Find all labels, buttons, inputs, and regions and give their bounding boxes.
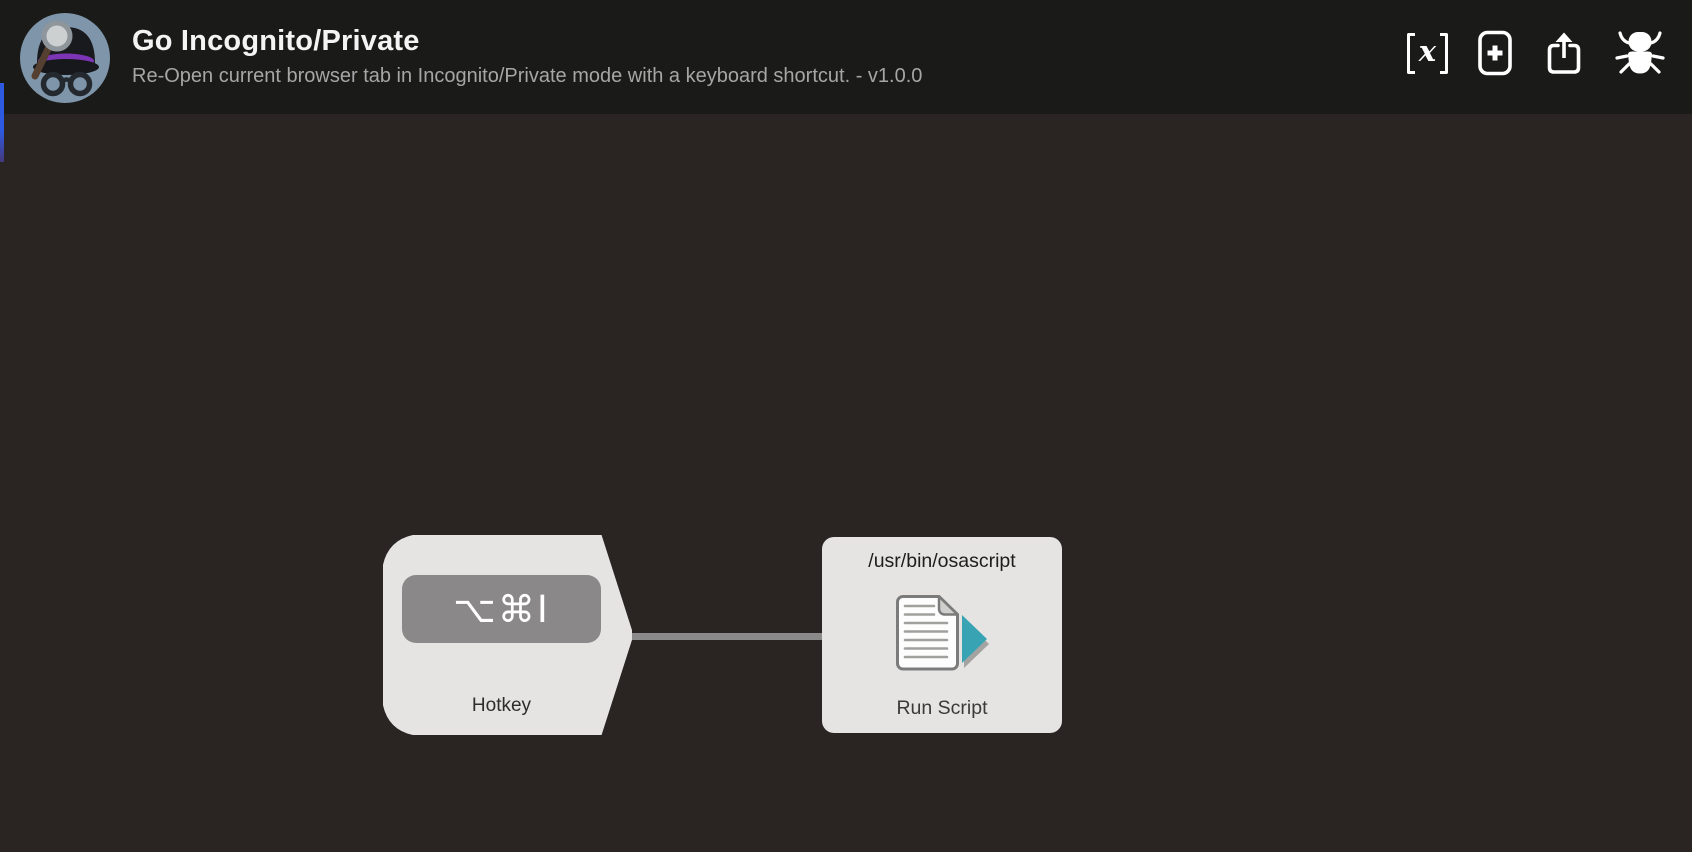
debug-button[interactable]	[1614, 29, 1666, 77]
run-script-icon	[896, 595, 989, 671]
run-script-node[interactable]: /usr/bin/osascript Run Script	[822, 537, 1062, 733]
variables-button[interactable]: x	[1406, 30, 1448, 76]
add-object-icon	[1478, 30, 1512, 76]
hotkey-node-label: Hotkey	[471, 695, 532, 716]
workflow-description: Re-Open current browser tab in Incognito…	[132, 64, 923, 87]
script-path-text: /usr/bin/osascript	[868, 550, 1016, 572]
header-toolbar: x	[1406, 28, 1666, 78]
hotkey-node[interactable]: ⌥⌘I Hotkey	[383, 535, 632, 735]
workflow-canvas[interactable]: ⌥⌘I Hotkey /usr/bin/osascript	[0, 114, 1692, 852]
export-icon	[1547, 32, 1581, 74]
hotkey-shortcut-badge[interactable]: ⌥⌘I	[402, 575, 601, 643]
export-button[interactable]	[1542, 28, 1586, 78]
workflow-title: Go Incognito/Private	[132, 25, 420, 58]
variables-icon: x	[1406, 30, 1448, 76]
workflow-header-text: Go Incognito/Private Re-Open current bro…	[132, 25, 923, 88]
workflow-avatar-icon	[20, 13, 110, 103]
add-object-button[interactable]	[1476, 28, 1514, 78]
hotkey-shortcut-text: ⌥⌘I	[453, 587, 550, 631]
connection-line[interactable]	[630, 633, 824, 640]
run-script-node-label: Run Script	[896, 697, 988, 719]
workflow-header: Go Incognito/Private Re-Open current bro…	[0, 0, 1692, 114]
selection-accent-strip	[0, 83, 4, 162]
debug-icon	[1615, 31, 1665, 74]
